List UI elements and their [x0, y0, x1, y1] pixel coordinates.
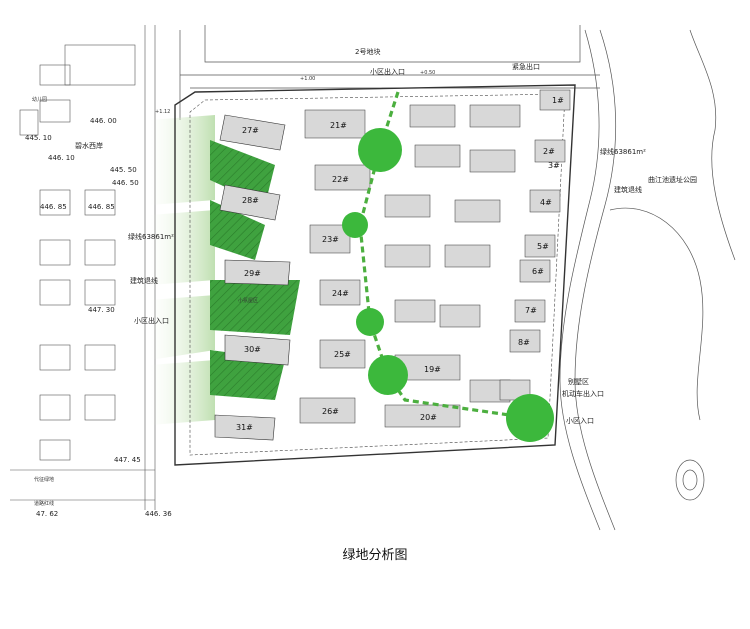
green-nodes [342, 128, 554, 442]
green-fade-zones [150, 115, 215, 425]
inner-boundary [189, 93, 566, 456]
green-line-left-label: 绿线63861m² [128, 232, 174, 241]
green-node-3 [356, 308, 384, 336]
emergency-exit-label: 紧急出口 [512, 62, 540, 71]
left-entrance-label: 小区出入口 [134, 316, 169, 325]
elev-top-112: +1.12 [155, 109, 170, 115]
bld-27: 27# [242, 126, 259, 135]
bld-8: 8# [518, 338, 530, 347]
bottom-entrance-label: 小区入口 [566, 416, 594, 425]
bld-2: 2# [543, 147, 555, 156]
green-belt-label: 代征绿地 [34, 476, 54, 483]
elev-446-10: 446. 10 [48, 154, 75, 162]
elevation-labels: 446. 00 445. 10 445. 50 446. 50 446. 85 … [25, 70, 435, 518]
elev-445-50: 445. 50 [110, 166, 137, 174]
elev-446-36: 446. 36 [145, 510, 172, 518]
green-hatched-strips [210, 140, 300, 400]
biyuan-label: 碧水西岸 [75, 141, 103, 150]
bld-31: 31# [236, 423, 253, 432]
bld-23: 23# [322, 235, 339, 244]
bld-24: 24# [332, 289, 349, 298]
bld-22: 22# [332, 175, 349, 184]
park-boundary [559, 29, 736, 531]
elev-446-50: 446. 50 [112, 179, 139, 187]
bld-28: 28# [242, 196, 259, 205]
elev-445-10: 445. 10 [25, 134, 52, 142]
park-label: 曲江池遗址公园 [648, 175, 697, 184]
bld-19: 19# [424, 365, 441, 374]
elev-447-62: 47. 62 [36, 510, 58, 518]
green-node-1 [358, 128, 402, 172]
green-node-5 [506, 394, 554, 442]
site-boundary [174, 84, 576, 466]
bld-20: 20# [420, 413, 437, 422]
setback-right-label: 建筑退线 [614, 185, 642, 194]
bld-5: 5# [537, 242, 549, 251]
green-node-2 [342, 212, 368, 238]
bld-21: 21# [330, 121, 347, 130]
bld-29: 29# [244, 269, 261, 278]
setback-left-label: 建筑退线 [130, 276, 158, 285]
road-line-label: 道路红线 [34, 500, 54, 507]
elev-446-85b: 446. 85 [88, 203, 115, 211]
elev-top-1: +1.00 [300, 76, 315, 82]
villa-label-2: 机动车出入口 [562, 389, 604, 398]
plot2-label: 2号地块 [355, 47, 380, 56]
bld-4: 4# [540, 198, 552, 207]
left-villas [214, 114, 291, 441]
building-grid [299, 89, 571, 428]
bld-6: 6# [532, 267, 544, 276]
elev-446-85a: 446. 85 [40, 203, 67, 211]
elev-446-00: 446. 00 [90, 117, 117, 125]
green-node-4 [368, 355, 408, 395]
building-labels: 21# 22# 23# 24# 25# 26# 27# 28# 29# 30# … [236, 96, 564, 432]
bld-25: 25# [334, 350, 351, 359]
small-garden-label: 小氛屋区 [238, 297, 258, 304]
bld-26: 26# [322, 407, 339, 416]
figure-caption: 绿地分析图 [342, 548, 408, 563]
bld-7: 7# [525, 306, 537, 315]
kindergarten-label: 幼儿园 [32, 96, 47, 103]
bld-30: 30# [244, 345, 261, 354]
top-entrance-label: 小区出入口 [370, 67, 405, 76]
elev-447-45: 447. 45 [114, 456, 141, 464]
bld-1: 1# [552, 96, 564, 105]
elev-top-050: +0.50 [420, 70, 435, 76]
villa-label-1: 别墅区 [568, 377, 589, 386]
elev-447-30: 447. 30 [88, 306, 115, 314]
annotations: 2号地块 小区出入口 紧急出口 绿线63861m² 绿线63861m² 建筑退线… [32, 47, 697, 507]
bld-3: 3# [548, 161, 560, 170]
green-line-right-label: 绿线63861m² [600, 147, 646, 156]
